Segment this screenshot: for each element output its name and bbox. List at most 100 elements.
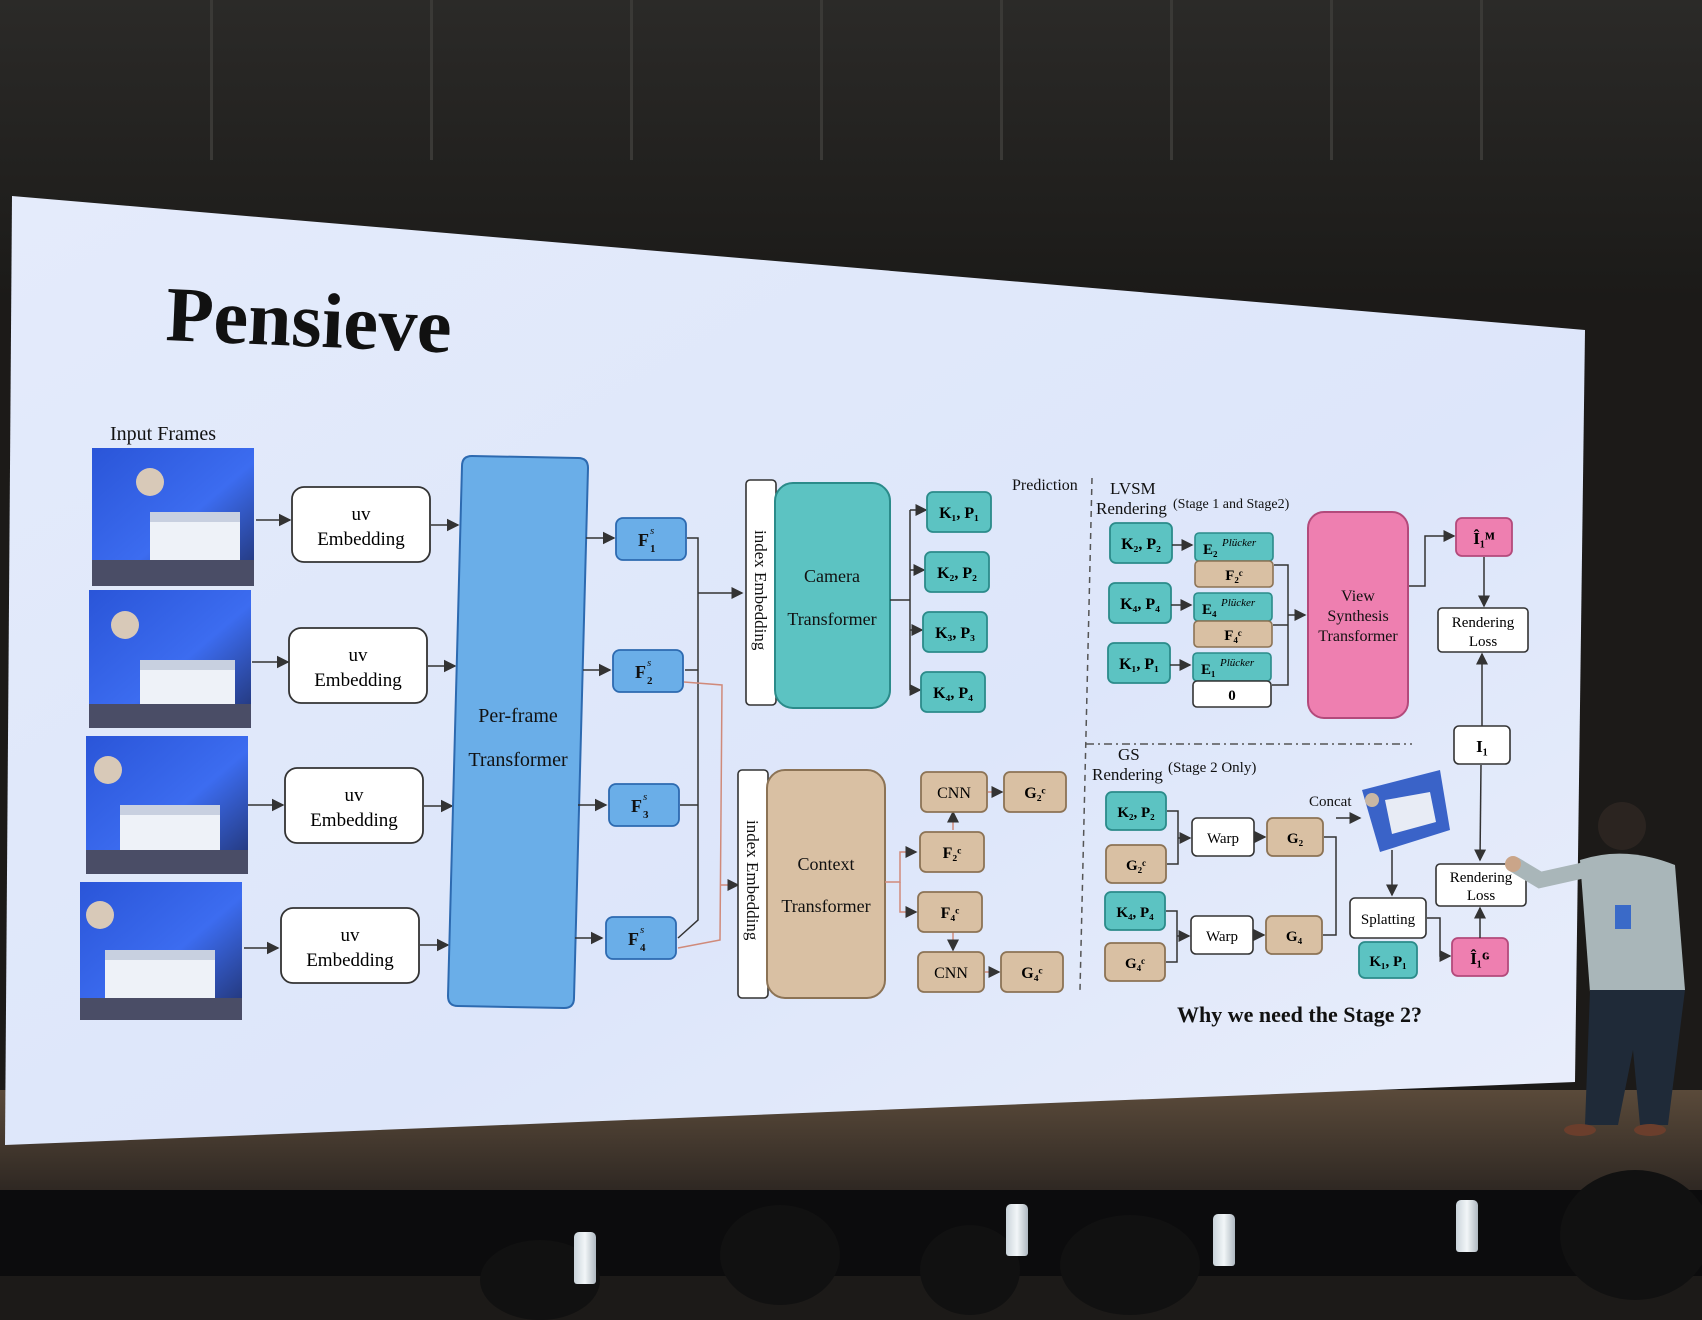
ceiling-panel — [1170, 0, 1333, 160]
index-embedding-context: index Embedding — [737, 769, 769, 999]
input-frame-4 — [80, 882, 242, 1020]
uv-embedding-1: uv Embedding — [291, 486, 431, 563]
warp-top: Warp — [1191, 817, 1255, 857]
context-f4c: F₄ᶜ — [917, 891, 983, 933]
uv-arrows — [420, 518, 460, 952]
svg-text:K₄, P₄: K₄, P₄ — [1120, 596, 1160, 613]
uv-embedding-2: uv Embedding — [288, 627, 428, 704]
svg-text:F: F — [635, 662, 646, 682]
audience-area — [0, 1190, 1702, 1276]
svg-text:s: s — [650, 525, 654, 537]
water-bottle — [1006, 1204, 1028, 1256]
svg-text:Warp: Warp — [1206, 929, 1238, 945]
water-bottle — [1213, 1214, 1235, 1266]
svg-text:K₁, P₁: K₁, P₁ — [939, 505, 979, 522]
svg-text:Embedding: Embedding — [306, 950, 394, 971]
svg-text:F₄ᶜ: F₄ᶜ — [941, 905, 960, 922]
lvsm-output: Î₁ᴹ — [1455, 517, 1513, 557]
ground-truth-image: I₁ — [1453, 725, 1511, 765]
svg-text:Warp: Warp — [1207, 831, 1239, 847]
input-frame-2 — [89, 590, 251, 728]
svg-text:Context: Context — [798, 854, 855, 874]
gaussian-g2c: G₂ᶜ — [1003, 771, 1067, 813]
uv-embedding-4: uv Embedding — [280, 907, 420, 984]
ceiling-panel — [820, 0, 1003, 160]
presenter — [1505, 802, 1685, 1136]
input-frames — [80, 448, 254, 1020]
svg-text:F₂ᶜ: F₂ᶜ — [1225, 568, 1243, 584]
frame-arrows — [244, 513, 292, 955]
camera-k2p2: K₂, P₂ — [924, 551, 990, 593]
camera-k3p3: K₃, P₃ — [922, 611, 988, 653]
context-outputs: CNN F₂ᶜ F₄ᶜ CNN G₂ᶜ G₄ᶜ — [917, 771, 1067, 993]
svg-text:K₃, P₃: K₃, P₃ — [935, 625, 975, 642]
svg-text:E₁: E₁ — [1201, 662, 1216, 678]
feature-f2s: F 2 s — [612, 649, 684, 693]
gs-camera-k4p4: K₄, P₄ — [1104, 891, 1166, 931]
prediction-separator — [1079, 477, 1093, 991]
svg-text:Embedding: Embedding — [317, 529, 405, 550]
camera-transformer: Camera Transformer — [774, 482, 891, 709]
context-connectors — [677, 681, 740, 949]
camera-k4p4: K₄, P₄ — [920, 671, 986, 713]
plucker-e1: E₁ Plücker 0 — [1192, 652, 1272, 708]
prediction-label: Prediction — [1012, 477, 1078, 494]
svg-text:Loss: Loss — [1469, 634, 1498, 650]
audience-head — [1060, 1215, 1200, 1315]
svg-text:index Embedding: index Embedding — [751, 530, 770, 651]
ceiling-panel — [630, 0, 823, 160]
uv-embeddings: uv Embedding uv Embedding uv Embedding u… — [280, 486, 431, 984]
svg-text:E₄: E₄ — [1202, 602, 1217, 618]
spatial-features: F 1 s F 2 s F 3 s F 4 s — [605, 517, 687, 960]
svg-text:Plücker: Plücker — [1221, 537, 1257, 549]
gs-stage-label: (Stage 2 Only) — [1168, 760, 1256, 776]
svg-text:K₂, P₂: K₂, P₂ — [1121, 536, 1161, 553]
svg-text:G₄ᶜ: G₄ᶜ — [1125, 956, 1145, 972]
gs-camera-k2p2: K₂, P₂ — [1105, 791, 1167, 831]
gaussian-point-cloud — [1362, 770, 1450, 852]
rendering-loss-bottom: Rendering Loss — [1435, 863, 1527, 907]
svg-text:2: 2 — [647, 675, 653, 687]
splatting-box: Splatting — [1349, 897, 1427, 939]
svg-text:Embedding: Embedding — [310, 810, 398, 831]
svg-text:uv: uv — [349, 645, 369, 666]
lvsm-camera-k2p2: K₂, P₂ — [1109, 522, 1173, 564]
projection-screen: Pensieve Input Frames — [5, 196, 1685, 1145]
svg-text:4: 4 — [640, 942, 646, 954]
gs-g4c: G₄ᶜ — [1104, 942, 1166, 982]
svg-text:E₂: E₂ — [1203, 542, 1218, 558]
context-f2c: F₂ᶜ — [919, 831, 985, 873]
svg-text:CNN: CNN — [937, 785, 971, 802]
svg-text:uv: uv — [341, 925, 361, 946]
svg-text:Rendering: Rendering — [1450, 870, 1513, 886]
svg-text:Î₁ᴹ: Î₁ᴹ — [1473, 529, 1495, 548]
audience-head — [720, 1205, 840, 1305]
svg-text:1: 1 — [650, 543, 656, 555]
audience-head — [1560, 1170, 1702, 1300]
cnn-top: CNN — [920, 771, 988, 813]
audience-head — [920, 1225, 1020, 1315]
rendering-loss-top: Rendering Loss — [1437, 607, 1529, 653]
svg-text:K₁, P₁: K₁, P₁ — [1119, 656, 1159, 673]
gs-output: Î₁ᴳ — [1451, 937, 1509, 977]
svg-text:View: View — [1341, 588, 1375, 605]
svg-text:0: 0 — [1228, 688, 1236, 704]
lvsm-camera-k4p4: K₄, P₄ — [1108, 582, 1172, 624]
svg-text:uv: uv — [345, 785, 365, 806]
warped-g2: G₂ — [1266, 817, 1324, 857]
svg-text:Î₁ᴳ: Î₁ᴳ — [1470, 949, 1490, 968]
ceiling-panel — [1000, 0, 1173, 160]
concat-label: Concat — [1309, 794, 1352, 810]
feature-connectors — [677, 537, 744, 939]
svg-text:Per-frame: Per-frame — [478, 705, 558, 727]
context-transformer: Context Transformer — [766, 769, 886, 999]
svg-text:Transformer: Transformer — [787, 609, 876, 629]
svg-text:G₂ᶜ: G₂ᶜ — [1024, 785, 1045, 802]
svg-text:F: F — [631, 796, 642, 816]
svg-text:Embedding: Embedding — [314, 670, 402, 691]
svg-text:Rendering: Rendering — [1452, 615, 1515, 631]
input-frames-label: Input Frames — [110, 423, 216, 445]
svg-text:uv: uv — [352, 504, 372, 525]
input-frame-1 — [92, 448, 254, 586]
svg-text:Rendering: Rendering — [1092, 765, 1163, 784]
